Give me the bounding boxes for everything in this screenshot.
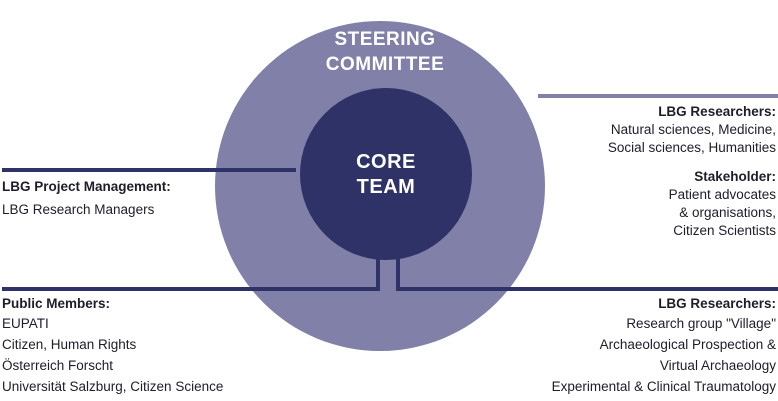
lbg-researchers-top-line: Natural sciences, Medicine,: [610, 122, 776, 137]
core-team-line2: TEAM: [356, 176, 416, 198]
project-management-label: LBG Project Management: LBG Research Man…: [2, 178, 171, 219]
project-management-heading: LBG Project Management:: [2, 179, 171, 194]
public-members-line: Citizen, Human Rights: [2, 337, 137, 352]
core-team-title: CORE TEAM: [326, 150, 446, 200]
lbg-researchers-top-heading: LBG Researchers:: [658, 104, 776, 119]
stakeholder-line: Patient advocates: [668, 187, 776, 202]
stakeholder-heading: Stakeholder:: [694, 169, 776, 184]
stakeholder-line: & organisations,: [679, 205, 776, 220]
public-members-line: Universität Salzburg, Citizen Science: [2, 379, 224, 394]
steering-committee-line1: STEERING: [334, 29, 436, 50]
public-members-line: Österreich Forscht: [2, 358, 114, 373]
lbg-researchers-bottom-line: Experimental & Clinical Traumatology: [551, 379, 776, 394]
public-members-line: EUPATI: [2, 316, 49, 331]
stakeholder-label: Stakeholder: Patient advocates & organis…: [669, 168, 776, 240]
lbg-researchers-bottom-line: Virtual Archaeology: [659, 358, 776, 373]
lbg-researchers-bottom-label: LBG Researchers: Research group "Village…: [552, 295, 776, 396]
lbg-researchers-bottom-line: Archaeological Prospection &: [599, 337, 776, 352]
stakeholder-line: Citizen Scientists: [673, 223, 776, 238]
lbg-researchers-bottom-heading: LBG Researchers:: [658, 296, 776, 311]
steering-committee-title: STEERING COMMITTEE: [305, 27, 465, 77]
project-management-line: LBG Research Managers: [2, 202, 155, 217]
lbg-researchers-top-label: LBG Researchers: Natural sciences, Medic…: [608, 103, 776, 157]
lbg-researchers-top-line: Social sciences, Humanities: [607, 140, 776, 155]
core-team-line1: CORE: [356, 151, 416, 173]
public-members-label: Public Members: EUPATI Citizen, Human Ri…: [2, 295, 223, 396]
lbg-researchers-bottom-line: Research group "Village": [626, 316, 776, 331]
core-team-circle: [300, 88, 472, 260]
public-members-heading: Public Members:: [2, 296, 111, 311]
steering-committee-line2: COMMITTEE: [325, 54, 445, 75]
